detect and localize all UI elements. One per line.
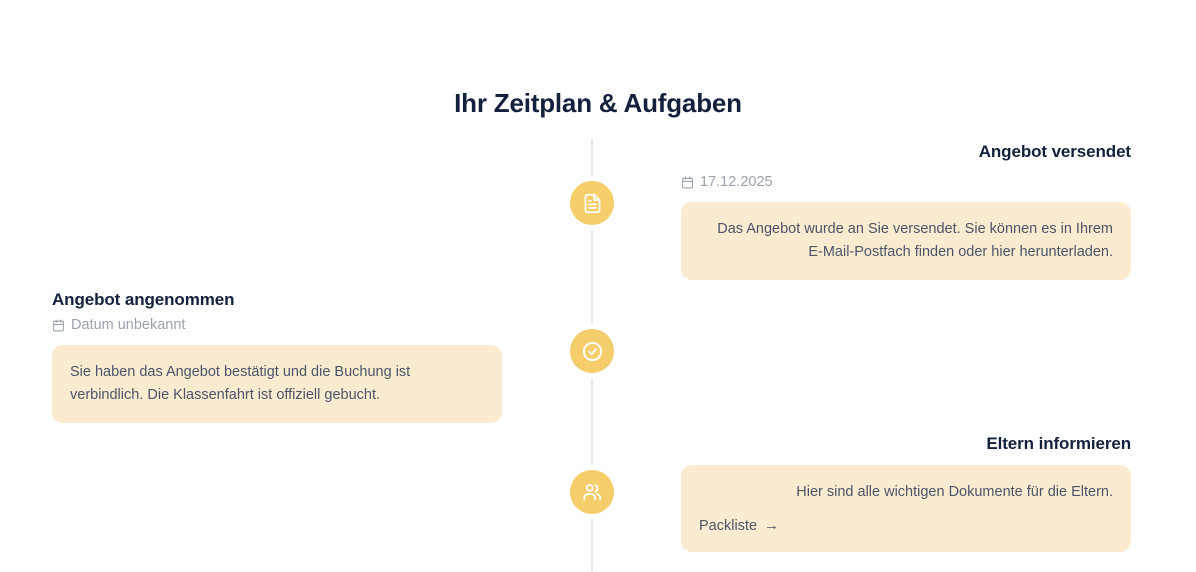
users-icon [581, 481, 603, 503]
timeline-date-text: Datum unbekannt [71, 317, 186, 334]
arrow-right-icon: → [764, 517, 780, 535]
timeline: Angebot versendet 17.12.2025 Das Angebot… [0, 138, 1196, 572]
timeline-heading: Angebot angenommen [52, 290, 235, 309]
timeline-heading: Angebot versendet [978, 142, 1131, 161]
timeline-card-footer: Packliste → [699, 504, 1113, 535]
timeline-card: Hier sind alle wichtigen Dokumente für d… [681, 465, 1131, 552]
calendar-icon [681, 176, 694, 189]
file-text-icon [582, 193, 603, 214]
timeline-marker-angebot-versendet[interactable] [570, 181, 614, 225]
timeline-marker-eltern-informieren[interactable] [570, 470, 614, 514]
timeline-card: Sie haben das Angebot bestätigt und die … [52, 345, 502, 424]
check-circle-icon [581, 340, 604, 363]
timeline-description: Sie haben das Angebot bestätigt und die … [70, 364, 411, 403]
packliste-link-label: Packliste [699, 517, 758, 534]
timeline-content-angebot-versendet: Angebot versendet 17.12.2025 Das Angebot… [681, 141, 1131, 281]
timeline-date-text: 17.12.2025 [700, 174, 773, 191]
timeline-description: Hier sind alle wichtigen Dokumente für d… [796, 484, 1113, 501]
timeline-date-row: Datum unbekannt [52, 315, 502, 335]
page-title: Ihr Zeitplan & Aufgaben [454, 88, 742, 119]
timeline-card: Das Angebot wurde an Sie versendet. Sie … [681, 202, 1131, 281]
timeline-heading: Eltern informieren [986, 434, 1131, 453]
timeline-content-angebot-angenommen: Angebot angenommen Datum unbekannt Sie h… [52, 289, 502, 424]
timeline-content-eltern-informieren: Eltern informieren Hier sind alle wichti… [681, 433, 1131, 552]
packliste-link[interactable]: Packliste → [699, 518, 779, 534]
timeline-date-row: 17.12.2025 [681, 172, 1131, 192]
timeline-description: Das Angebot wurde an Sie versendet. Sie … [717, 221, 1113, 260]
calendar-icon [52, 319, 65, 332]
timeline-marker-angebot-angenommen[interactable] [570, 329, 614, 373]
